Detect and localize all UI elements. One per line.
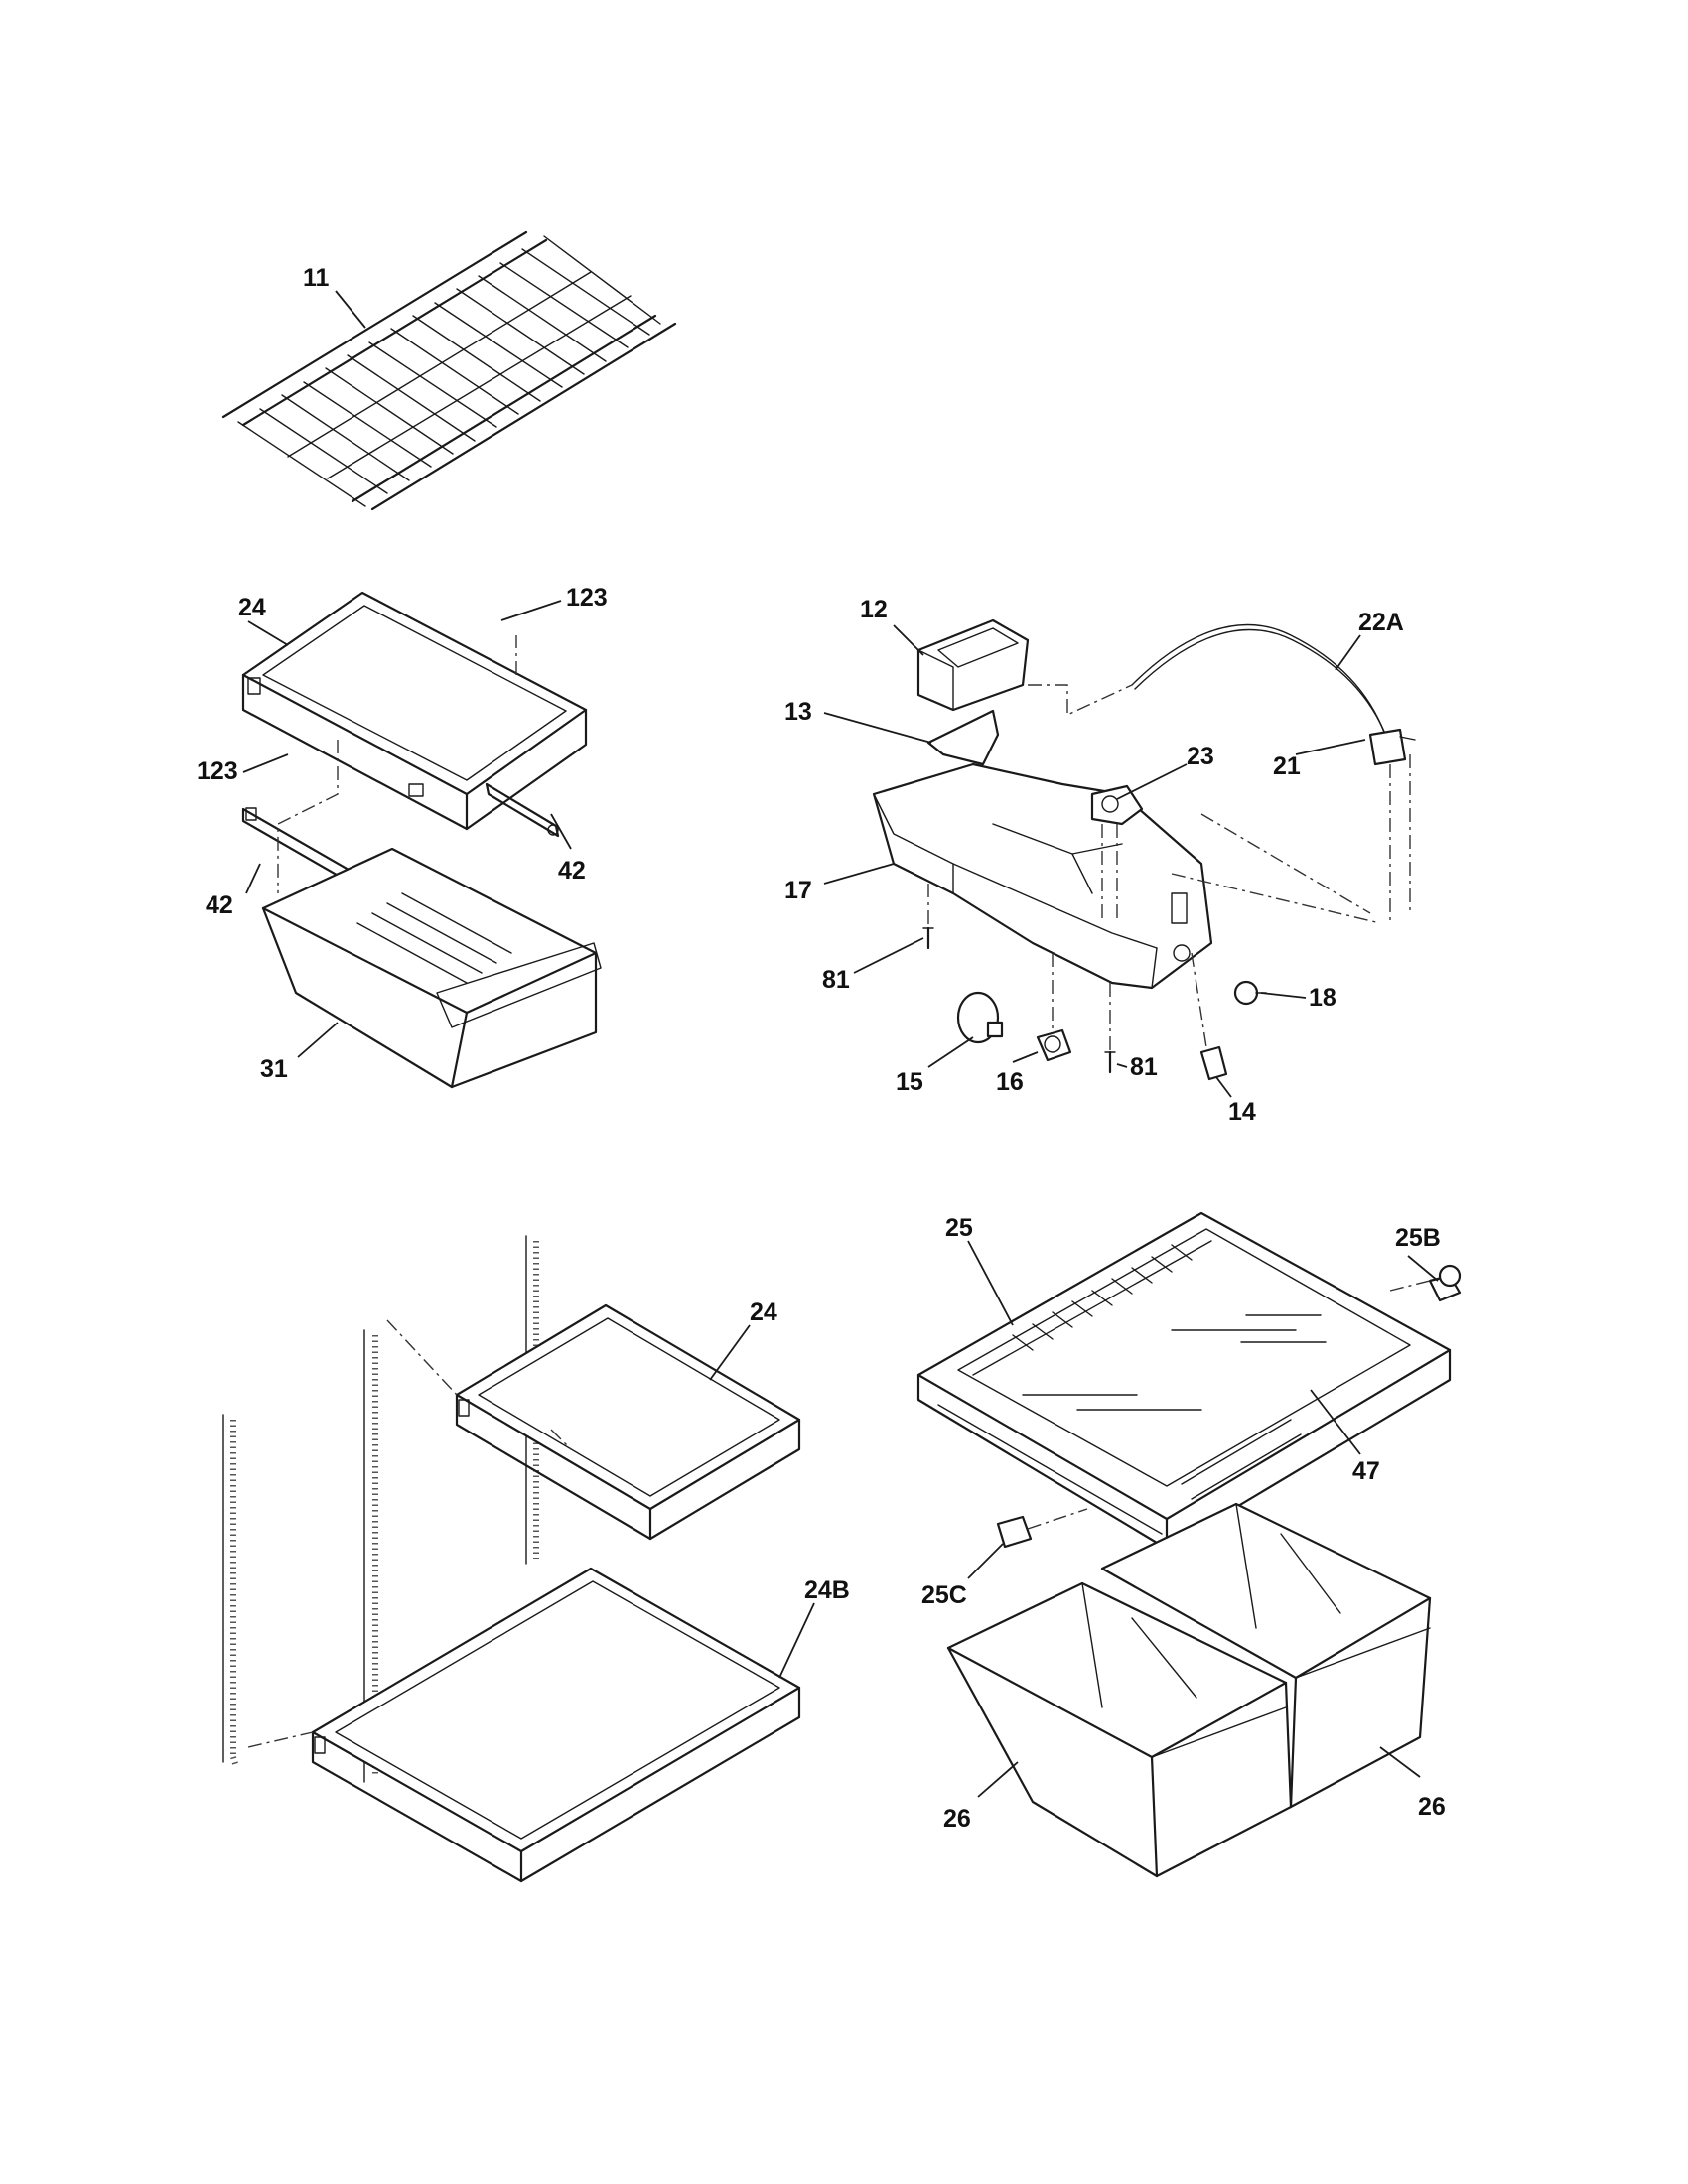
socket-16 [1036,1028,1072,1062]
control-housing [872,762,1213,990]
callout-17: 17 [784,877,812,904]
crisper-drawer-right [1100,1502,1432,1809]
callout-11: 11 [303,264,330,292]
upper-glass-shelf [241,591,588,831]
switch-14 [1199,1045,1228,1081]
callout-23: 23 [1187,743,1214,770]
callout-16: 16 [996,1068,1024,1096]
callout-42-left: 42 [206,891,233,919]
callout-26-left: 26 [943,1805,971,1833]
callout-22a: 22A [1358,609,1404,636]
callout-14: 14 [1228,1098,1256,1126]
callout-31: 31 [260,1055,288,1083]
light-cover [916,618,1030,712]
screw-81-right [1104,1050,1116,1074]
bulb-15 [956,991,1004,1044]
leader-lines [242,290,1439,1798]
switch-21 [1368,728,1416,766]
large-glass-shelf [311,1567,801,1883]
callout-21: 21 [1273,752,1301,780]
crisper-drawer [261,847,602,1089]
callout-13: 13 [784,698,812,726]
callout-123-left: 123 [197,757,238,785]
cover-support-25b [1428,1264,1462,1302]
callout-47: 47 [1352,1457,1380,1485]
crisper-cover [916,1211,1452,1551]
callout-123-right: 123 [566,584,608,612]
callout-24b: 24B [804,1576,850,1604]
callout-42-right: 42 [558,857,586,885]
callout-25: 25 [945,1214,973,1242]
rail-right [485,782,560,838]
callout-25c: 25C [921,1581,967,1609]
callout-12: 12 [860,596,888,623]
thermostat-23 [1090,784,1144,826]
light-shield [926,709,1000,766]
callout-15: 15 [896,1068,923,1096]
callout-25b: 25B [1395,1224,1441,1252]
callout-18: 18 [1309,984,1336,1012]
wire-harness [1131,623,1388,740]
callout-24-top: 24 [238,594,266,621]
wire-shelf [221,230,677,511]
middle-glass-shelf [455,1303,801,1541]
callout-26-right: 26 [1418,1793,1446,1821]
callout-24-mid: 24 [750,1298,777,1326]
callout-81-right: 81 [1130,1053,1158,1081]
screw-81-left [922,926,934,950]
crisper-drawer-left [946,1581,1293,1878]
callout-81-left: 81 [822,966,850,994]
cover-support-25c [996,1515,1033,1549]
